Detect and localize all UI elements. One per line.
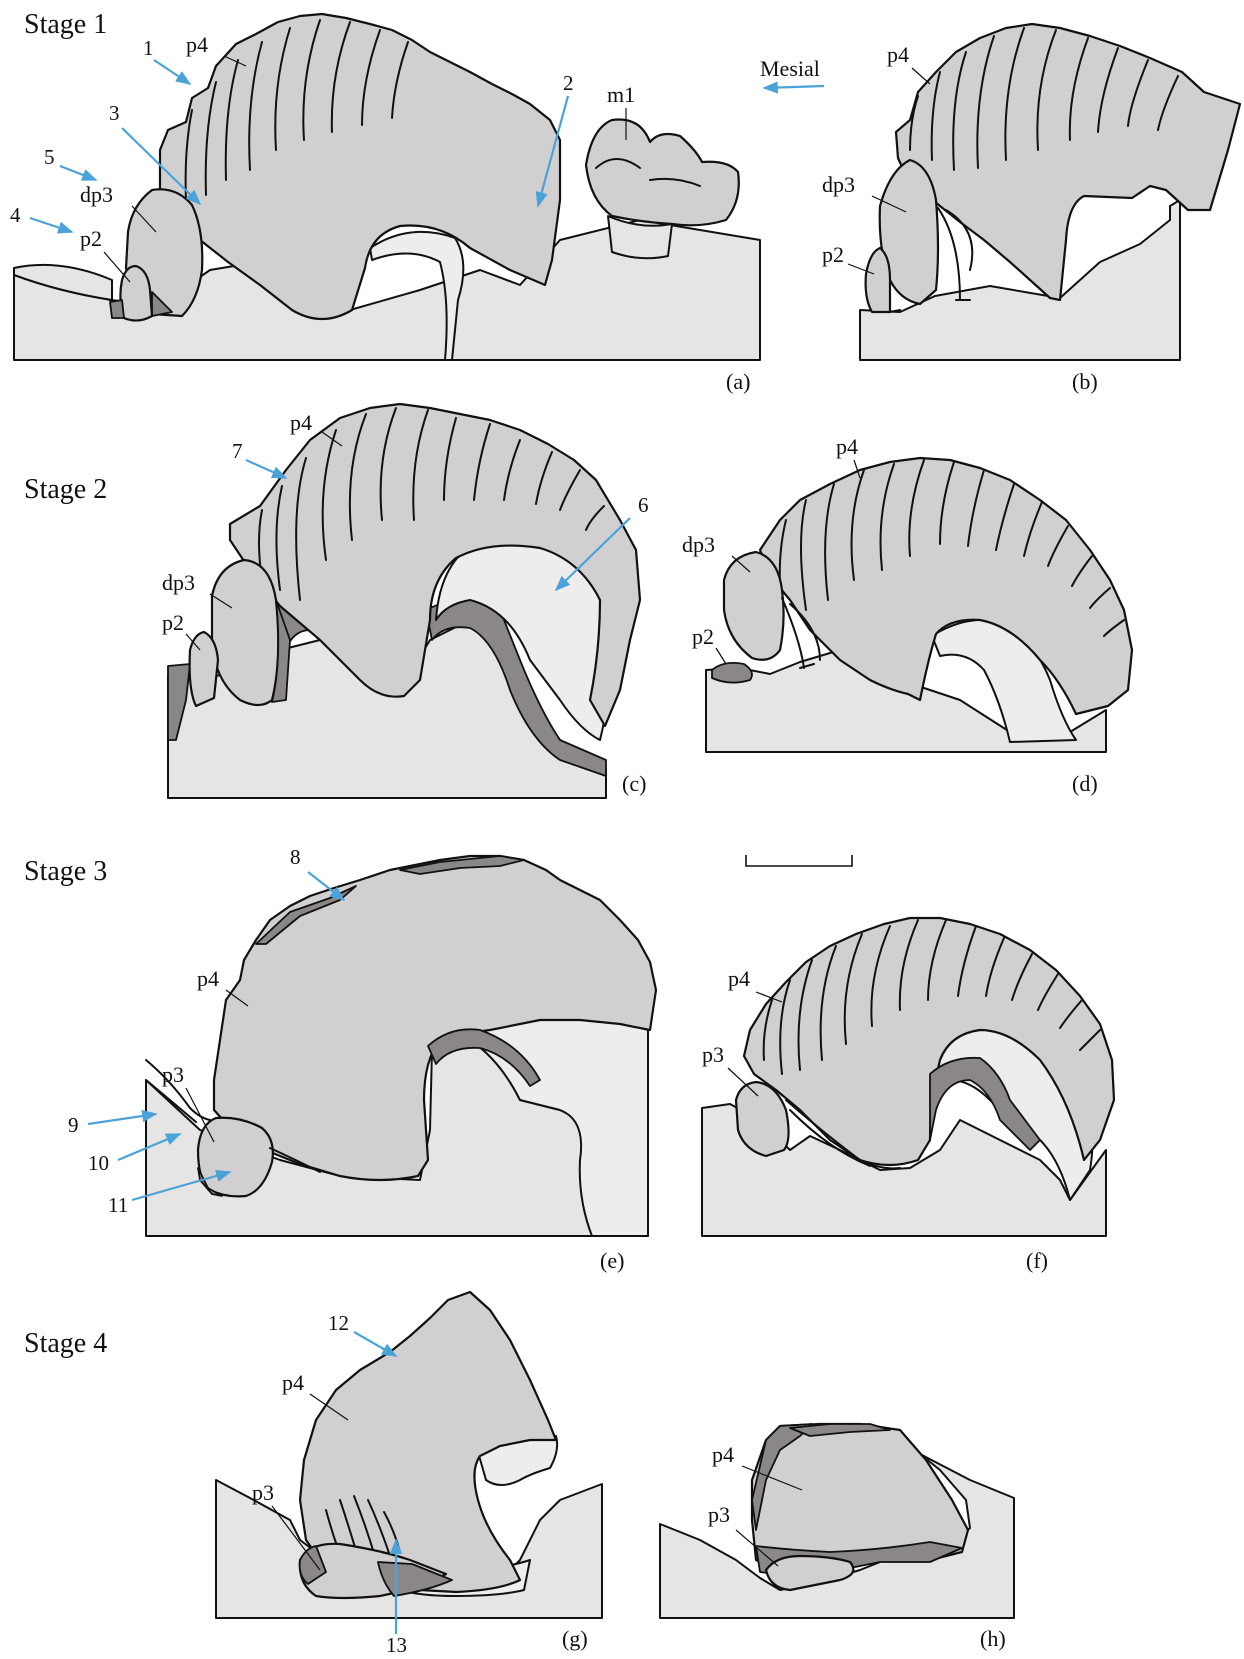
panel-f: p4 p3 (f) (702, 918, 1114, 1273)
arrow-1-label: 1 (143, 36, 154, 60)
arrow-4 (30, 218, 72, 232)
stage-1-label: Stage 1 (24, 9, 107, 40)
panel-c-p2-label: p2 (162, 610, 184, 635)
stage-2-label: Stage 2 (24, 474, 107, 505)
arrow-3-label: 3 (109, 101, 120, 125)
arrow-8-label: 8 (290, 845, 301, 869)
panel-d: p4 dp3 p2 (d) (682, 434, 1132, 796)
panel-e: p4 p3 8 9 10 11 (e) (68, 845, 656, 1273)
panel-d-p4-label: p4 (836, 434, 858, 459)
panel-b-p2-label: p2 (822, 242, 844, 267)
arrow-9-label: 9 (68, 1113, 79, 1137)
panel-b-label: (b) (1072, 369, 1098, 394)
arrow-2-label: 2 (563, 71, 574, 95)
panel-d-p2-leader (716, 648, 726, 664)
stage-3-label: Stage 3 (24, 856, 107, 887)
arrow-5-label: 5 (44, 145, 55, 169)
arrow-13-label: 13 (386, 1633, 407, 1657)
panel-a-label: (a) (726, 369, 750, 394)
panel-c-p4-label: p4 (290, 410, 312, 435)
arrow-12-label: 12 (328, 1311, 349, 1335)
arrow-7-label: 7 (232, 439, 243, 463)
panel-g-p3-label: p3 (252, 1480, 274, 1505)
panel-e-p3-label: p3 (162, 1062, 184, 1087)
panel-a-m1-label: m1 (607, 82, 635, 107)
panel-d-dp3-label: dp3 (682, 532, 715, 557)
panel-d-p2 (712, 663, 752, 683)
panel-c-dp3-label: dp3 (162, 570, 195, 595)
panel-h-label: (h) (980, 1626, 1006, 1651)
panel-c-label: (c) (622, 771, 646, 796)
panel-f-label: (f) (1026, 1248, 1048, 1273)
panel-d-p2-label: p2 (692, 624, 714, 649)
panel-a-p2-wear (110, 300, 124, 318)
panel-f-p4-label: p4 (728, 966, 750, 991)
panel-b-p4-label: p4 (887, 42, 909, 67)
panel-h: p4 p3 (h) (660, 1424, 1014, 1651)
panel-h-p4-label: p4 (712, 1442, 734, 1467)
arrow-1 (154, 60, 190, 84)
panel-e-p4-label: p4 (197, 966, 219, 991)
mesial-label: Mesial (760, 56, 820, 81)
panel-g-p4-label: p4 (282, 1370, 304, 1395)
panel-b-p4-leader (912, 68, 930, 84)
panel-e-label: (e) (600, 1248, 624, 1273)
panel-g: p4 p3 12 13 (g) (216, 1292, 602, 1657)
panel-b-p4 (896, 24, 1240, 300)
panel-c: p4 dp3 p2 7 6 (c) (162, 404, 649, 798)
panel-b-p2 (866, 248, 890, 312)
panel-d-dp3 (724, 552, 784, 660)
panel-a: p4 dp3 p2 m1 1 2 3 5 4 (a) (10, 14, 760, 394)
panel-a-m1 (586, 119, 739, 225)
arrow-12 (354, 1332, 396, 1356)
panel-h-p3-label: p3 (708, 1502, 730, 1527)
scale-bar (746, 855, 852, 866)
arrow-10-label: 10 (88, 1151, 109, 1175)
panel-a-p4-label: p4 (186, 32, 208, 57)
panel-a-p2-label: p2 (80, 226, 102, 251)
stage-4-label: Stage 4 (24, 1328, 107, 1359)
panel-g-label: (g) (562, 1626, 588, 1651)
panel-d-label: (d) (1072, 771, 1098, 796)
arrow-4-label: 4 (10, 203, 21, 227)
panel-f-p3-label: p3 (702, 1042, 724, 1067)
arrow-11-label: 11 (108, 1193, 128, 1217)
panel-b: p4 dp3 p2 (b) (822, 24, 1240, 394)
panel-a-dp3-label: dp3 (80, 182, 113, 207)
arrow-7 (246, 460, 286, 478)
panel-b-dp3-label: dp3 (822, 172, 855, 197)
mesial-arrow (764, 86, 824, 88)
panel-e-p3 (198, 1118, 273, 1197)
arrow-5 (60, 166, 96, 180)
arrow-6-label: 6 (638, 493, 649, 517)
